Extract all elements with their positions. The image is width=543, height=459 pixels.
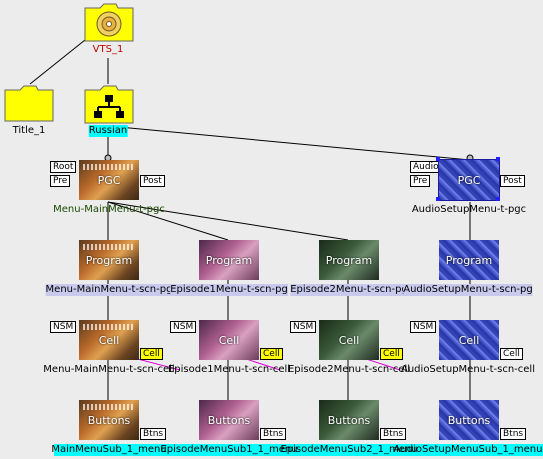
btns-tag: Btns (140, 428, 167, 440)
cell-tag: Cell (500, 348, 523, 360)
pgc-main-thumb[interactable]: PGC (79, 160, 139, 200)
cell-label: Menu-MainMenu-t-scn-cell (43, 364, 175, 375)
vts-label: VTS_1 (92, 44, 124, 55)
root-tag: Root (50, 161, 77, 173)
nsm-tag: NSM (170, 321, 197, 333)
btns-tag: Btns (500, 428, 527, 440)
hierarchy-folder-icon (84, 85, 134, 124)
pgc-main-label: Menu-MainMenu-t-pgc (53, 204, 165, 215)
language-label: Russian (88, 125, 128, 137)
buttons-thumb[interactable]: Buttons (319, 400, 379, 440)
program-label: Episode1Menu-t-scn-pg (170, 284, 288, 296)
pgc-audio-label: AudioSetupMenu-t-pgc (411, 204, 527, 215)
buttons-label: AudioSetupMenuSub_1_menu (393, 444, 543, 455)
title-label: Title_1 (12, 125, 46, 136)
audio-post-tag: Post (500, 175, 525, 187)
cell-label: Episode2Menu-t-scn-cell (287, 364, 411, 375)
cell-thumb[interactable]: Cell (319, 320, 379, 360)
cell-thumb[interactable]: Cell (439, 320, 499, 360)
buttons-thumb[interactable]: Buttons (79, 400, 139, 440)
buttons-label: MainMenuSub_1_menu (51, 444, 167, 455)
program-thumb[interactable]: Program (199, 240, 259, 280)
buttons-label: EpisodeMenuSub1_1_menu (160, 444, 298, 455)
nsm-tag: NSM (410, 321, 437, 333)
disc-folder-icon (84, 3, 134, 42)
buttons-label-strip (54, 444, 543, 456)
cell-thumb[interactable]: Cell (199, 320, 259, 360)
cell-tag: Cell (380, 348, 403, 360)
title-folder[interactable] (4, 84, 54, 125)
btns-tag: Btns (260, 428, 287, 440)
cell-label: Episode1Menu-t-scn-cell (167, 364, 291, 375)
cell-thumb[interactable]: Cell (79, 320, 139, 360)
selection-handle[interactable] (436, 197, 440, 201)
pre-tag: Pre (50, 175, 71, 187)
program-label: AudioSetupMenu-t-scn-pg (403, 284, 533, 296)
program-thumb[interactable]: Program (79, 240, 139, 280)
selection-handle[interactable] (436, 157, 440, 161)
vts-folder[interactable] (84, 2, 134, 45)
cell-label: AudioSetupMenu-t-scn-cell (401, 364, 535, 375)
nsm-tag: NSM (290, 321, 317, 333)
selection-handle[interactable] (496, 157, 500, 161)
btns-tag: Btns (380, 428, 407, 440)
nsm-tag: NSM (50, 321, 77, 333)
buttons-thumb[interactable]: Buttons (439, 400, 499, 440)
buttons-label: EpisodeMenuSub2_1_menu (280, 444, 418, 455)
folder-icon (4, 85, 54, 122)
selection-frame (438, 159, 500, 201)
pgc-audio-thumb[interactable]: PGC (439, 160, 499, 200)
cell-tag: Cell (260, 348, 283, 360)
language-folder[interactable] (84, 84, 134, 127)
cell-tag: Cell (140, 348, 163, 360)
buttons-thumb[interactable]: Buttons (199, 400, 259, 440)
program-thumb[interactable]: Program (319, 240, 379, 280)
post-tag: Post (140, 175, 165, 187)
audio-pre-tag: Pre (410, 175, 431, 187)
audio-tag: Audio (410, 161, 442, 173)
program-label: Episode2Menu-t-scn-pg (290, 284, 408, 296)
program-thumb[interactable]: Program (439, 240, 499, 280)
selection-handle[interactable] (496, 197, 500, 201)
program-label: Menu-MainMenu-t-scn-pg (45, 284, 173, 296)
